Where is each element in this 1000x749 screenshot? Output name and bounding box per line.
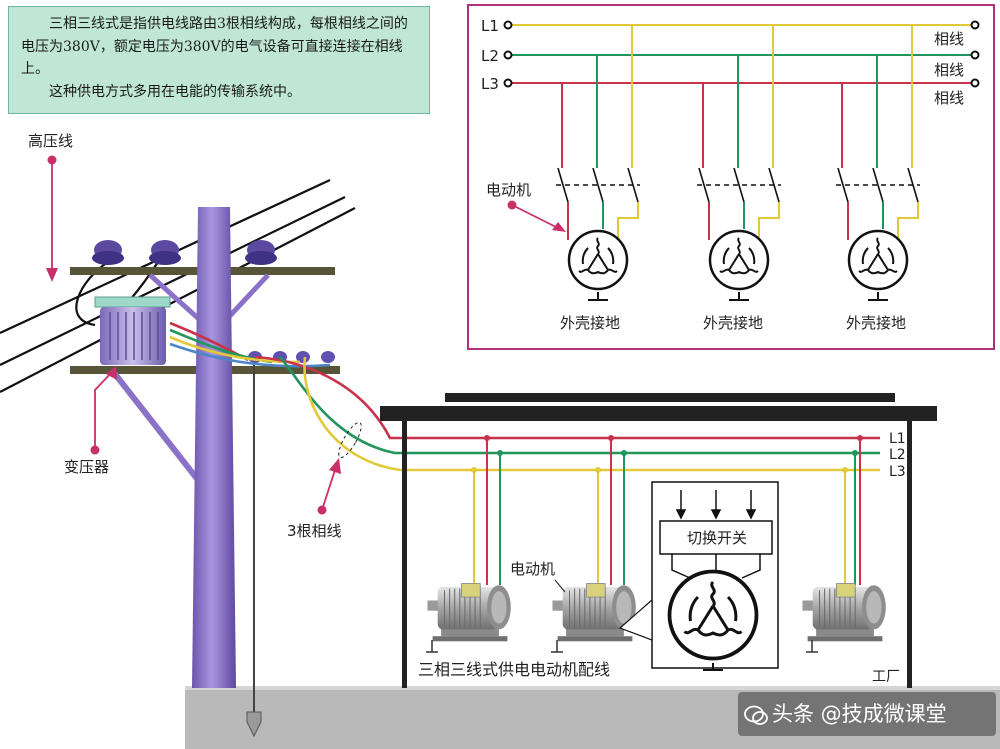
winding-icon xyxy=(567,229,629,291)
schematic-phase-label-3: 相线 xyxy=(934,89,964,107)
factory-motor-label: 电动机 xyxy=(510,560,555,578)
factory-caption: 三相三线式供电电动机配线 xyxy=(418,660,610,679)
schematic-label-l2: L2 xyxy=(481,47,499,65)
schematic-phase-label-1: 相线 xyxy=(934,30,964,48)
three-phase-feed xyxy=(169,321,880,472)
factory-label: 工厂 xyxy=(872,669,900,685)
intro-text-box: 三相三线式是指供电线路由3根相线构成，每根相线之间的电压为380V，额定电压为3… xyxy=(8,6,430,114)
factory-label-l2: L2 xyxy=(889,447,906,463)
factory-motor-icon-1 xyxy=(426,582,512,642)
utility-pole xyxy=(70,207,340,738)
schematic-motor-3: 外壳接地 xyxy=(836,25,920,332)
watermark-text: 头条 @技成微课堂 xyxy=(772,702,947,726)
high-voltage-label: 高压线 xyxy=(28,132,73,150)
schematic-panel: L1 L2 L3 相线 相线 相线 外壳接地 xyxy=(467,4,995,350)
factory-drops xyxy=(473,438,861,585)
motor-ground-icons xyxy=(426,640,818,653)
transformer-label: 变压器 xyxy=(64,458,109,476)
schematic-motor-2: 外壳接地 xyxy=(697,25,781,332)
factory-motor-icon-3 xyxy=(801,582,887,642)
ground-label-3: 外壳接地 xyxy=(846,314,906,332)
schematic-phase-label-2: 相线 xyxy=(934,61,964,79)
chat-bubble-icon xyxy=(744,705,768,725)
ground-label-2: 外壳接地 xyxy=(703,314,763,332)
schematic-label-l1: L1 xyxy=(481,17,499,35)
winding-icon xyxy=(708,229,770,291)
three-phase-label: 3根相线 xyxy=(287,522,342,540)
schematic-label-l3: L3 xyxy=(481,75,499,93)
transformer-icon xyxy=(94,296,171,365)
junction-dots xyxy=(471,435,863,473)
winding-icon xyxy=(847,229,909,291)
factory-label-l1: L1 xyxy=(889,431,906,447)
factory-motor-icon-2 xyxy=(551,582,637,642)
ground-label-1: 外壳接地 xyxy=(560,314,620,332)
watermark: 头条 @技成微课堂 xyxy=(738,692,996,736)
switch-winding-icon xyxy=(667,569,759,661)
switch-detail xyxy=(618,481,779,671)
schematic-motor-label: 电动机 xyxy=(486,181,531,199)
intro-paragraph-2: 这种供电方式多用在电能的传输系统中。 xyxy=(49,83,301,100)
factory-label-l3: L3 xyxy=(889,464,906,480)
factory-building xyxy=(380,393,937,688)
pole-shaft xyxy=(192,207,236,688)
switch-label: 切换开关 xyxy=(687,529,747,547)
insulator-icon xyxy=(92,240,277,265)
schematic-motor-1: 外壳接地 xyxy=(556,25,640,332)
intro-paragraph-1: 三相三线式是指供电线路由3根相线构成，每根相线之间的电压为380V，额定电压为3… xyxy=(21,16,408,77)
